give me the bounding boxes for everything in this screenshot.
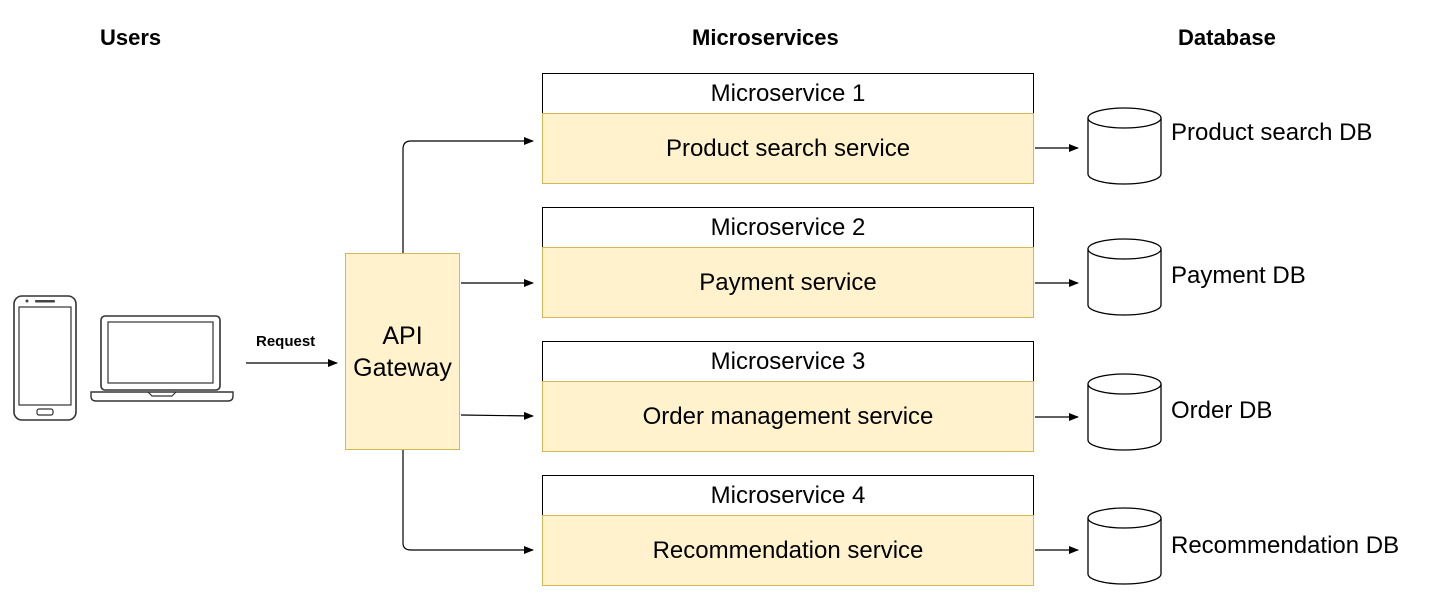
database-1-label: Product search DB [1171,119,1373,146]
api-gateway: API Gateway [345,253,460,450]
microservices-column-header: Microservices [692,25,839,50]
microservice-2: Microservice 2 Payment service [542,207,1034,318]
microservice-3: Microservice 3 Order management service [542,341,1034,452]
microservice-3-name: Order management service [542,381,1034,452]
gateway-to-service-4-arrow [402,450,534,554]
users-column-header: Users [100,25,162,50]
smartphone-icon [13,295,77,421]
microservice-4-name: Recommendation service [542,515,1034,586]
gateway-to-service-3-arrow [460,411,534,420]
microservice-1: Microservice 1 Product search service [542,73,1034,184]
microservice-4-title: Microservice 4 [542,475,1034,516]
laptop-icon [90,315,234,402]
microservice-4: Microservice 4 Recommendation service [542,475,1034,586]
database-2-icon [1087,238,1162,316]
database-4-icon [1087,507,1162,585]
microservice-2-title: Microservice 2 [542,207,1034,248]
database-3-label: Order DB [1171,397,1273,424]
microservice-3-title: Microservice 3 [542,341,1034,382]
database-1-icon [1087,107,1162,185]
database-2-label: Payment DB [1171,262,1306,289]
request-label: Request [256,333,316,350]
microservice-1-name: Product search service [542,113,1034,184]
gateway-to-service-1-arrow [402,137,534,253]
microservice-2-name: Payment service [542,247,1034,318]
database-3-icon [1087,373,1162,451]
database-column-header: Database [1178,25,1276,50]
api-gateway-label: API Gateway [353,321,452,382]
database-4-label: Recommendation DB [1171,532,1400,559]
microservice-1-title: Microservice 1 [542,73,1034,114]
